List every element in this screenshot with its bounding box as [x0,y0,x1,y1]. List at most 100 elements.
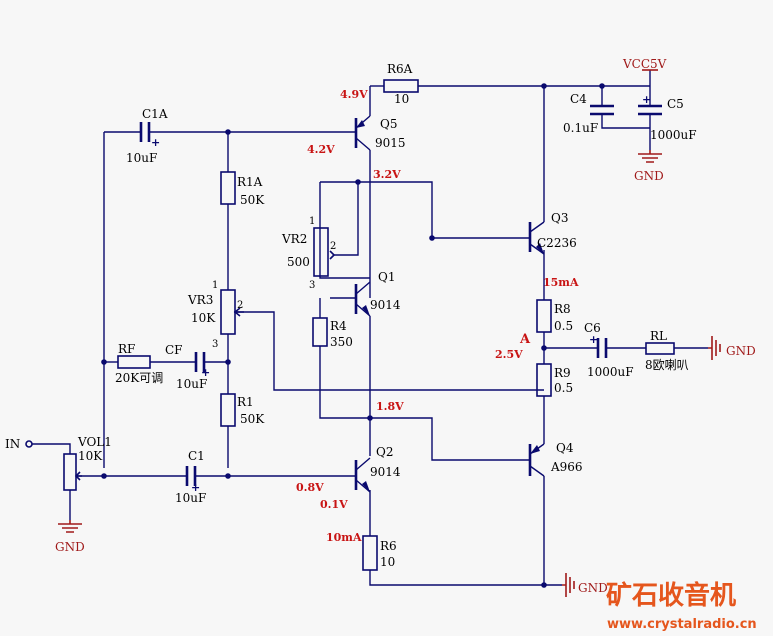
annotation-output-voltage: 2.5V [495,348,523,361]
vr2-pin-2: 2 [330,241,336,252]
node-a-label: A [519,332,531,347]
gnd-label-speaker: GND [726,344,756,358]
resistor-r6a [383,79,419,93]
c6-plus-sign: + [589,333,598,346]
vr2-wiper-arrow [329,250,335,260]
resistor-r4 [312,317,328,347]
c5-plus-sign: + [642,93,651,106]
rl-ref: RL [650,329,667,343]
potentiometer-vol1-body [63,453,77,491]
rf-ref: RF [118,342,135,356]
r8-value: 0.5 [554,319,573,333]
q5-value: 9015 [375,136,406,150]
r6-ref: R6 [380,539,397,553]
rf-value: 20K可调 [115,371,163,385]
r1-value: 50K [240,412,265,426]
rl-value: 8欧喇叭 [645,357,689,372]
resistor-r1a [220,171,236,205]
cf-value: 10uF [176,377,207,391]
r6a-value: 10 [394,92,409,106]
transistor-q1 [348,281,371,317]
vr2-pin-1: 1 [309,216,315,227]
vol1-value: 10K [78,449,103,463]
c1-plus-sign: + [191,481,200,494]
c5-ref: C5 [667,97,684,111]
q3-ref: Q3 [551,211,568,225]
transistor-q4 [520,443,545,477]
q3-value: C2236 [537,236,577,250]
vr2-value: 500 [287,255,310,269]
vol1-ref: VOL1 [77,435,112,449]
resistor-rl [645,342,675,355]
c1-value: 10uF [175,491,206,505]
annotation-q3-current: 15mA [543,276,579,289]
wires [32,70,708,586]
r9-ref: R9 [554,366,571,380]
resistor-r8 [536,299,552,333]
gnd-label-psu: GND [634,169,664,183]
vr3-pin-3: 3 [212,339,218,350]
r1a-ref: R1A [237,175,263,189]
ground-symbol-input [58,520,82,533]
vr3-ref: VR3 [187,293,213,307]
resistor-r9 [536,363,552,397]
capacitor-c5 [638,104,662,116]
q1-value: 9014 [370,298,401,312]
c1a-value: 10uF [126,151,157,165]
q2-value: 9014 [370,465,401,479]
q2-ref: Q2 [376,445,393,459]
ground-symbol-psu [638,150,662,163]
annotation-q2-base-voltage: 0.8V [296,481,324,494]
vr3-pin-1: 1 [212,280,218,291]
annotation-q2-current: 10mA [326,531,362,544]
r8-ref: R8 [554,302,571,316]
q4-ref: Q4 [556,441,574,455]
gnd-label-bottom: GND [578,581,608,595]
input-label: IN [5,437,20,451]
capacitor-c1 [182,466,204,486]
cf-ref: CF [165,343,183,357]
r4-ref: R4 [330,319,347,333]
vr3-value: 10K [191,311,216,325]
capacitor-c6 [596,338,610,358]
capacitor-c4 [590,104,614,116]
annotation-q5-base-voltage: 4.2V [307,143,335,156]
transistor-q3 [520,221,545,255]
vr3-wiper-arrow [233,307,244,317]
resistor-rf [117,355,151,369]
r6-value: 10 [380,555,395,569]
potentiometer-vr2-body [313,227,329,277]
ground-symbol-bottom [562,573,575,597]
q5-ref: Q5 [380,117,397,131]
resistor-r6 [362,535,378,571]
r1a-value: 50K [240,193,265,207]
transistor-q2 [348,457,371,493]
c6-ref: C6 [584,321,601,335]
c4-ref: C4 [570,92,587,106]
ground-symbol-speaker [708,336,721,360]
c1a-plus-sign: + [151,136,160,149]
r6a-ref: R6A [387,62,413,76]
vcc-label: VCC5V [622,57,667,71]
input-terminal [25,440,33,448]
capacitor-cf [194,352,210,372]
q4-value: A966 [550,460,583,474]
resistor-r1 [220,393,236,427]
c5-value: 1000uF [650,128,697,142]
potentiometer-vr3-body [220,289,236,335]
r1-ref: R1 [237,395,254,409]
vol1-wiper-arrow [74,471,82,481]
annotation-q2-emitter-voltage: 0.1V [320,498,348,511]
vr2-ref: VR2 [281,232,307,246]
gnd-label-input: GND [55,540,85,554]
q1-ref: Q1 [378,270,395,284]
watermark-url: www.crystalradio.cn [607,617,757,632]
annotation-q4-base-voltage: 1.8V [376,400,404,413]
junctions [101,83,605,588]
transistor-q5 [348,115,371,151]
c1-ref: C1 [188,449,205,463]
vr3-pin-2: 2 [237,300,243,311]
r9-value: 0.5 [554,381,573,395]
capacitor-c1a [138,122,160,142]
annotation-q3-base-voltage: 3.2V [373,168,401,181]
